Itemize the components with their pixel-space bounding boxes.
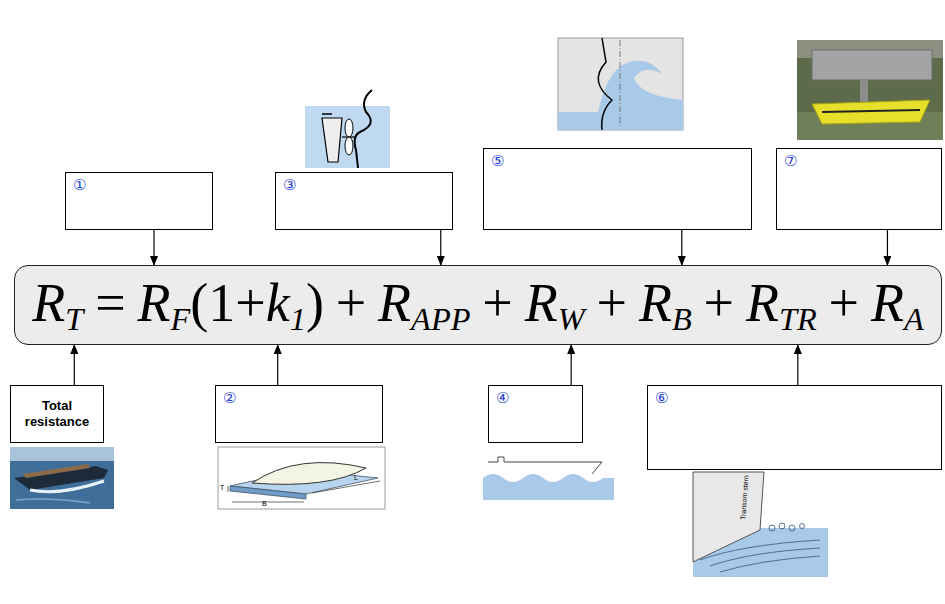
formula-operator: ) (306, 273, 324, 333)
formula-symbol: R (746, 273, 779, 333)
wave-hull-figure (483, 448, 614, 500)
ship-photo (10, 447, 114, 509)
formula-operator: + (829, 273, 859, 333)
callout-number: ④ (496, 389, 509, 407)
formula-operator: + (336, 273, 366, 333)
transom-stern-figure (693, 472, 828, 577)
formula-symbol: R (378, 273, 411, 333)
formula-operator: (1+ (190, 273, 265, 333)
connector-arrow (277, 345, 278, 385)
figure-caption: Transom stern (739, 474, 749, 519)
callout-box: ③ (275, 172, 453, 230)
formula-operator: + (597, 273, 627, 333)
formula-operator: + (704, 273, 734, 333)
callout-box: ② (215, 385, 383, 443)
formula-subscript: 1 (290, 301, 306, 337)
formula-symbol: k (266, 273, 290, 333)
formula-subscript: A (904, 301, 924, 337)
formula-subscript: TR (779, 301, 817, 337)
formula-symbol: R (871, 273, 904, 333)
connector-arrow (797, 345, 798, 385)
bow-wave-figure (558, 38, 683, 130)
formula-subscript: F (171, 301, 191, 337)
formula-subscript: T (65, 301, 83, 337)
formula-operator: = (95, 273, 125, 333)
formula-subscript: W (558, 301, 585, 337)
label-box: Total resistance (10, 385, 104, 443)
formula-symbol: R (138, 273, 171, 333)
formula-operator: + (482, 273, 512, 333)
formula-subscript: APP (411, 301, 470, 337)
model-test-photo (797, 40, 943, 140)
box-label: Total resistance (15, 398, 99, 431)
callout-box: ④ (488, 385, 583, 443)
connector-arrow (887, 230, 888, 265)
callout-number: ① (73, 176, 86, 194)
callout-number: ③ (283, 176, 296, 194)
callout-number: ⑤ (491, 152, 504, 170)
callout-box: ⑦ (776, 148, 942, 230)
callout-box: ⑥ (647, 385, 942, 470)
formula-band: RT=RF(1+k1)+RAPP+RW+RB+RTR+RA (14, 265, 942, 345)
callout-box: ① (65, 172, 213, 230)
callout-number: ⑦ (784, 152, 797, 170)
connector-arrow (571, 345, 572, 385)
resistance-formula: RT=RF(1+k1)+RAPP+RW+RB+RTR+RA (32, 272, 923, 338)
callout-box: ⑤ (483, 148, 752, 230)
callout-number: ② (223, 389, 236, 407)
formula-symbol: R (525, 273, 558, 333)
formula-subscript: B (672, 301, 692, 337)
flat-plate-figure (218, 447, 385, 509)
dimension-label: B (262, 500, 267, 507)
callout-number: ⑥ (655, 389, 668, 407)
connector-arrow (440, 230, 441, 265)
connector-arrow (681, 230, 682, 265)
dimension-label: L (354, 474, 358, 481)
propeller-figure (305, 90, 390, 168)
connector-arrow (153, 230, 154, 265)
formula-symbol: R (32, 273, 65, 333)
dimension-label: T (220, 484, 224, 491)
formula-symbol: R (639, 273, 672, 333)
connector-arrow (74, 345, 75, 385)
